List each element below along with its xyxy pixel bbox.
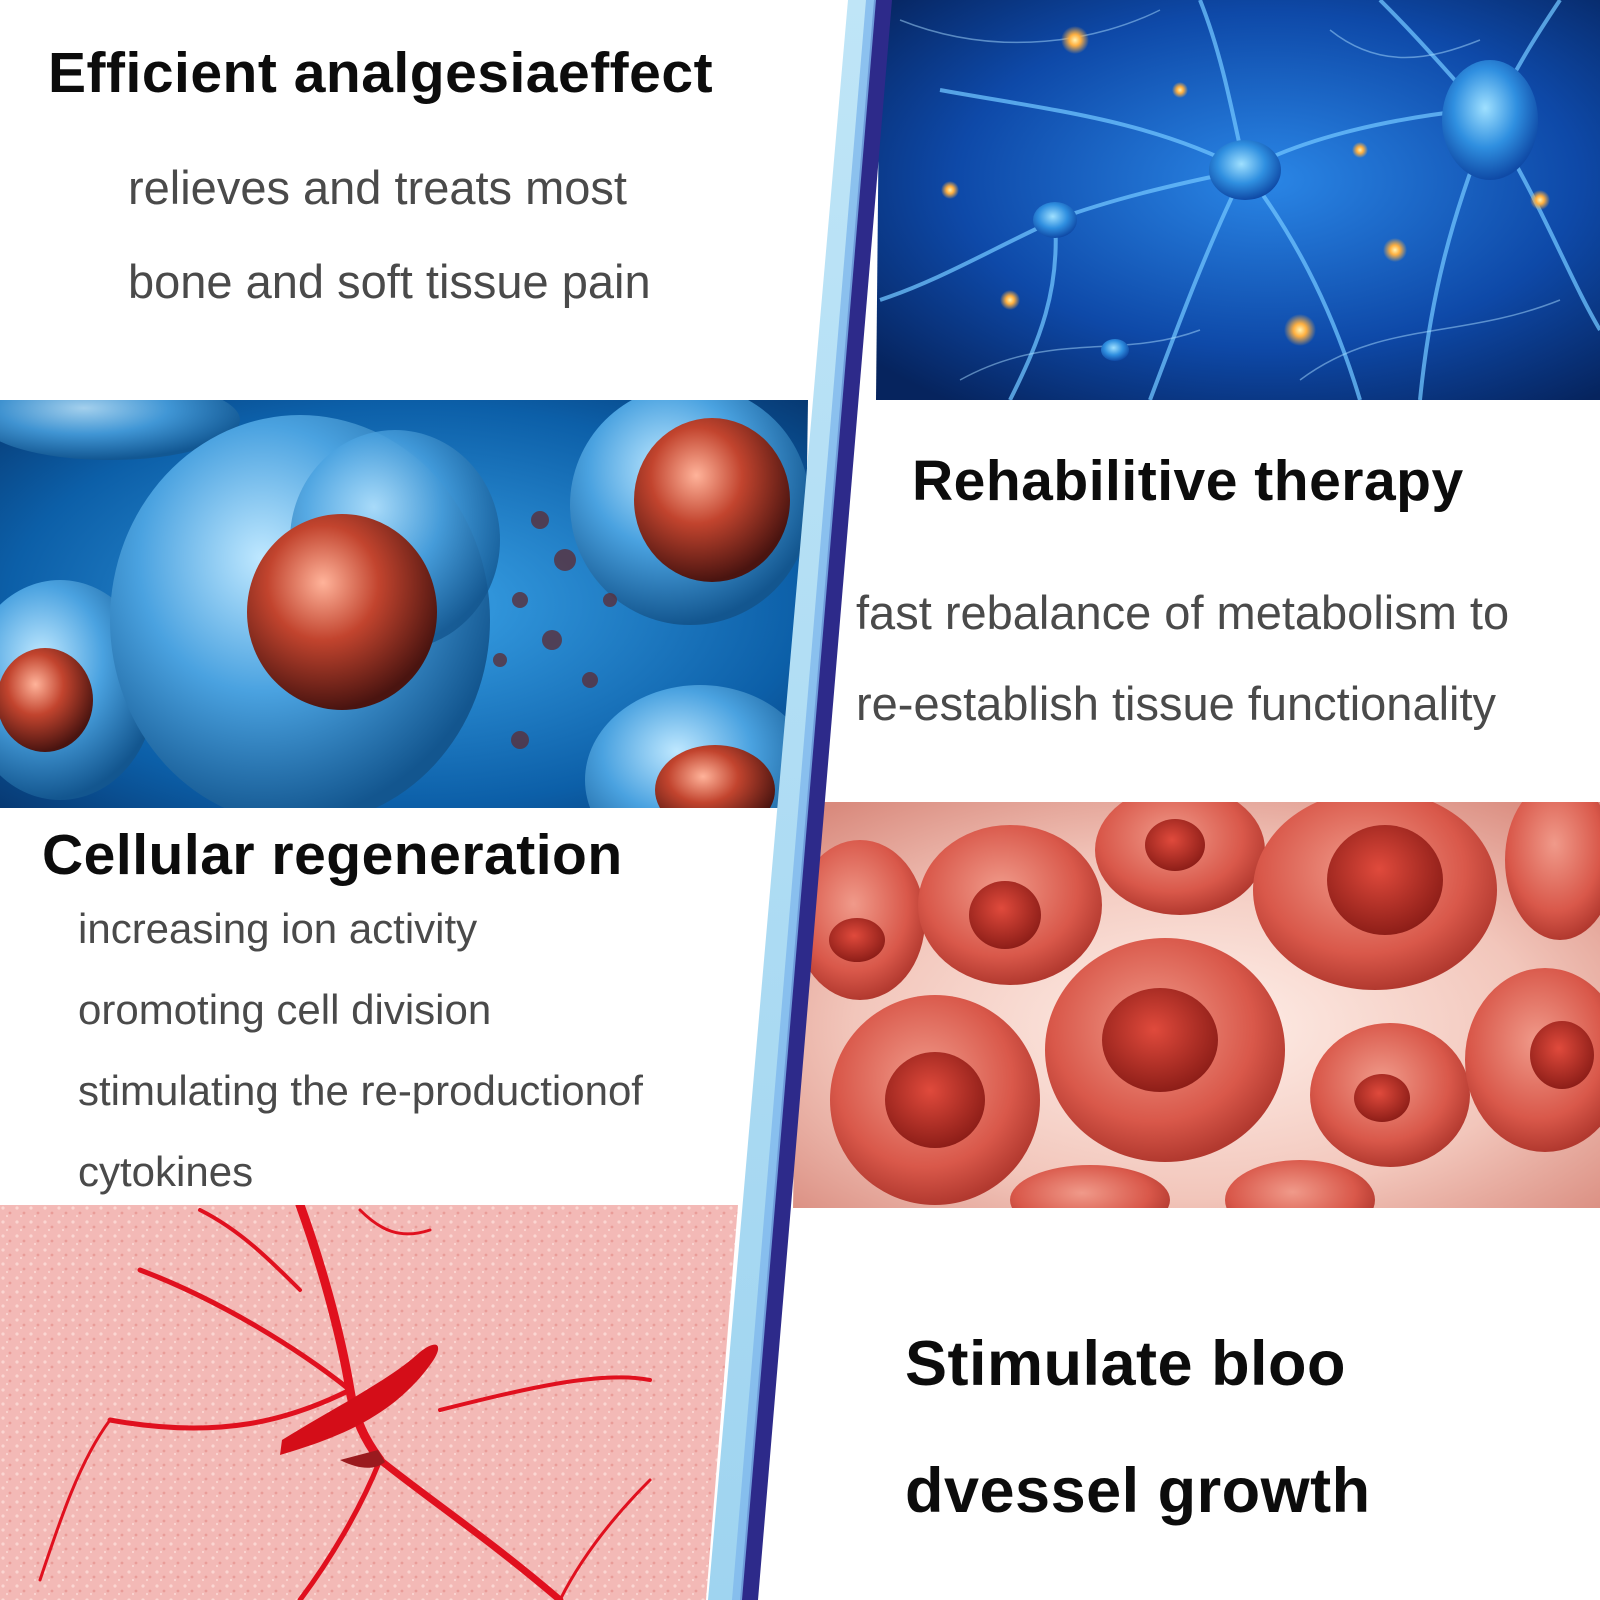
analgesia-line-2: bone and soft tissue pain <box>128 255 651 308</box>
regeneration-line-2: oromoting cell division <box>78 986 492 1033</box>
rehab-line-2: re-establish tissue functionality <box>856 677 1497 730</box>
regeneration-line-3: stimulating the re-productionof <box>78 1067 643 1114</box>
diagonal-divider <box>708 0 892 1600</box>
regeneration-line-1: increasing ion activity <box>78 905 478 952</box>
blood-vessel-image <box>0 1205 738 1600</box>
blood-vessel-line-2: dvessel growth <box>905 1456 1371 1526</box>
red-cells-image <box>793 802 1600 1208</box>
neuron-network-image <box>876 0 1600 400</box>
blood-vessel-line-1: Stimulate bloo <box>905 1329 1347 1399</box>
blue-cells-image <box>0 400 808 808</box>
regeneration-title: Cellular regeneration <box>42 823 623 887</box>
rehab-line-1: fast rebalance of metabolism to <box>856 586 1510 639</box>
analgesia-title: Efficient analgesiaeffect <box>48 41 714 105</box>
analgesia-line-1: relieves and treats most <box>128 161 627 214</box>
rehab-title: Rehabilitive therapy <box>912 449 1464 513</box>
regeneration-line-4: cytokines <box>78 1148 254 1195</box>
